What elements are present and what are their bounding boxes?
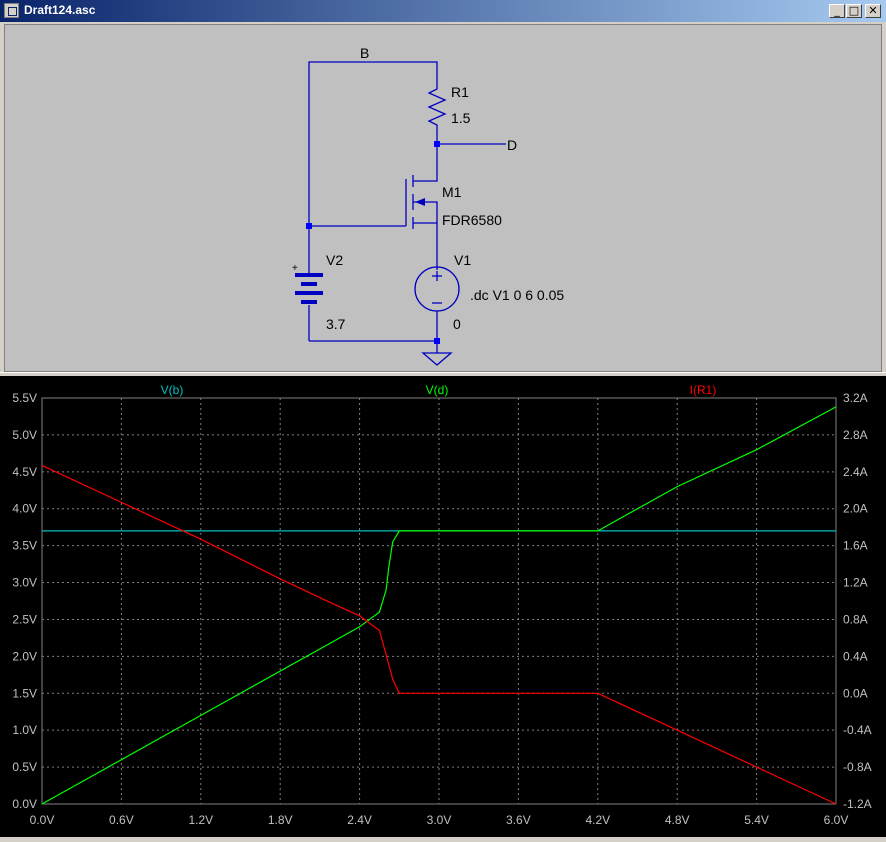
y-right-tick-label: 0.0A xyxy=(843,686,868,700)
x-axis-ticks: 0.0V 0.6V 1.2V 1.8V 2.4V 3.0V 3.6V 4.2V 4.8V 5.4V… xyxy=(30,813,849,827)
trace-label-ir1[interactable]: I(R1) xyxy=(690,383,717,397)
y-right-tick-label: 3.2A xyxy=(843,391,868,405)
trace-label-vb[interactable]: V(b) xyxy=(161,383,184,397)
x-tick-label: 3.6V xyxy=(506,813,531,827)
pane-splitter[interactable] xyxy=(0,372,886,376)
y-right-tick-label: 1.2A xyxy=(843,576,868,590)
y-right-tick-label: 0.4A xyxy=(843,649,868,663)
junction-gate xyxy=(306,223,312,229)
schematic-canvas[interactable]: B D R1 1.5 M1 FDR6580 V1 .dc V1 0 6 0.05… xyxy=(5,25,883,373)
x-tick-label: 0.6V xyxy=(109,813,134,827)
waveform-plot[interactable]: 0.0V 0.6V 1.2V 1.8V 2.4V 3.0V 3.6V 4.2V 4.8V 5.4V… xyxy=(0,376,886,837)
ground-label: 0 xyxy=(453,316,461,332)
traces xyxy=(41,406,837,805)
v2-plus-sign: + xyxy=(292,263,298,274)
y-right-tick-label: 2.8A xyxy=(843,428,868,442)
y-right-tick-label: -1.2A xyxy=(843,797,872,811)
y-left-tick-label: 2.0V xyxy=(12,649,37,663)
v2-value[interactable]: 3.7 xyxy=(326,316,346,332)
x-tick-label: 3.0V xyxy=(427,813,452,827)
x-tick-label: 2.4V xyxy=(347,813,372,827)
minimize-button[interactable]: _ xyxy=(829,4,845,18)
dc-directive[interactable]: .dc V1 0 6 0.05 xyxy=(470,287,564,303)
y-left-tick-label: 5.0V xyxy=(12,428,37,442)
close-button[interactable]: ✕ xyxy=(865,4,881,18)
y-left-tick-label: 3.0V xyxy=(12,576,37,590)
net-label-d[interactable]: D xyxy=(507,137,517,153)
y-right-tick-label: 2.4A xyxy=(843,465,868,479)
y-right-tick-label: -0.4A xyxy=(843,723,872,737)
y-left-tick-label: 1.5V xyxy=(12,686,37,700)
x-tick-label: 6.0V xyxy=(824,813,849,827)
plot-grid xyxy=(42,398,836,804)
y-left-axis-ticks: 5.5V 5.0V 4.5V 4.0V 3.5V 3.0V 2.5V 2.0V 1.5V 1.0V… xyxy=(12,391,37,811)
y-left-tick-label: 1.0V xyxy=(12,723,37,737)
battery-plate-4 xyxy=(301,300,317,304)
x-tick-label: 5.4V xyxy=(744,813,769,827)
y-left-tick-label: 0.0V xyxy=(12,797,37,811)
y-left-tick-label: 3.5V xyxy=(12,539,37,553)
y-left-tick-label: 4.5V xyxy=(12,465,37,479)
m1-name[interactable]: M1 xyxy=(442,184,462,200)
r1-value[interactable]: 1.5 xyxy=(451,110,471,126)
junction-ground xyxy=(434,338,440,344)
x-tick-label: 4.2V xyxy=(585,813,610,827)
mosfet-source-lead xyxy=(413,222,438,270)
resistor-r1 xyxy=(427,81,447,144)
v1-name[interactable]: V1 xyxy=(454,252,471,268)
y-left-tick-label: 0.5V xyxy=(12,760,37,774)
y-left-tick-label: 5.5V xyxy=(12,391,37,405)
window-title: Draft124.asc xyxy=(24,3,96,17)
junction-d xyxy=(434,141,440,147)
x-tick-label: 1.2V xyxy=(188,813,213,827)
battery-plate-3 xyxy=(295,291,323,295)
y-left-tick-label: 2.5V xyxy=(12,612,37,626)
trace-label-vd[interactable]: V(d) xyxy=(426,383,449,397)
document-icon xyxy=(4,3,19,18)
mosfet-arrow xyxy=(415,198,425,206)
schematic-pane[interactable]: B D R1 1.5 M1 FDR6580 V1 .dc V1 0 6 0.05… xyxy=(4,24,882,372)
trace-ir1 xyxy=(41,464,837,805)
v2-name[interactable]: V2 xyxy=(326,252,343,268)
y-right-tick-label: 0.8A xyxy=(843,612,868,626)
maximize-button[interactable]: □ xyxy=(846,4,862,18)
r1-name[interactable]: R1 xyxy=(451,84,469,100)
m1-model[interactable]: FDR6580 xyxy=(442,212,502,228)
wire-top xyxy=(308,61,438,226)
window-title-bar[interactable]: Draft124.asc _ □ ✕ xyxy=(0,0,886,22)
x-tick-label: 1.8V xyxy=(268,813,293,827)
y-right-tick-label: 2.0A xyxy=(843,502,868,516)
y-left-tick-label: 4.0V xyxy=(12,502,37,516)
battery-plate-1 xyxy=(295,273,323,277)
trace-vd xyxy=(41,406,837,805)
battery-plate-2 xyxy=(301,282,317,286)
y-right-tick-label: -0.8A xyxy=(843,760,872,774)
ground-symbol xyxy=(421,352,453,366)
x-tick-label: 0.0V xyxy=(30,813,55,827)
y-right-tick-label: 1.6A xyxy=(843,539,868,553)
mosfet-drain-lead xyxy=(413,165,438,182)
net-label-b[interactable]: B xyxy=(360,45,369,61)
waveform-pane[interactable]: 0.0V 0.6V 1.2V 1.8V 2.4V 3.0V 3.6V 4.2V 4.8V 5.4V… xyxy=(0,376,886,837)
y-right-axis-ticks: 3.2A 2.8A 2.4A 2.0A 1.6A 1.2A 0.8A 0.4A 0.0A -0.4… xyxy=(843,391,872,811)
plot-area xyxy=(41,397,837,805)
x-tick-label: 4.8V xyxy=(665,813,690,827)
